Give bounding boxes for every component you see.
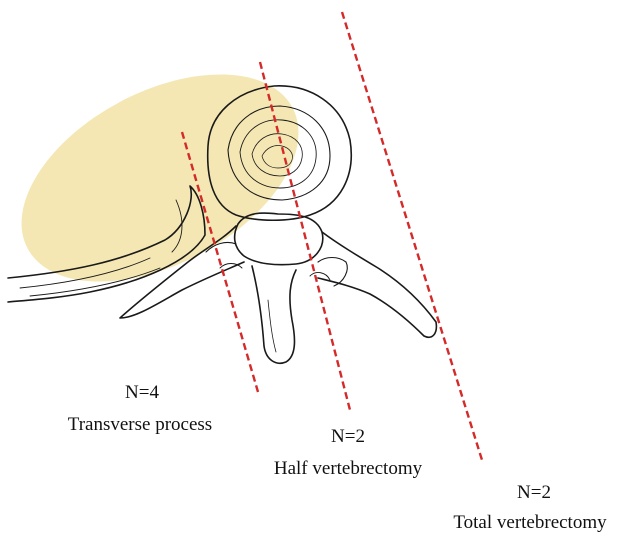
total-vertebrectomy-count: N=2: [504, 482, 564, 504]
transverse-process-label: Transverse process: [40, 414, 240, 436]
spinous-process: [252, 266, 296, 363]
transverse-process-count: N=4: [112, 382, 172, 404]
half-vertebrectomy-count: N=2: [318, 426, 378, 448]
half-vertebrectomy-cut-line: [260, 62, 350, 410]
half-vertebrectomy-label: Half vertebrectomy: [238, 458, 458, 480]
tumor-region: [0, 32, 333, 325]
total-vertebrectomy-cut-line: [342, 12, 482, 460]
total-vertebrectomy-label: Total vertebrectomy: [432, 512, 628, 534]
